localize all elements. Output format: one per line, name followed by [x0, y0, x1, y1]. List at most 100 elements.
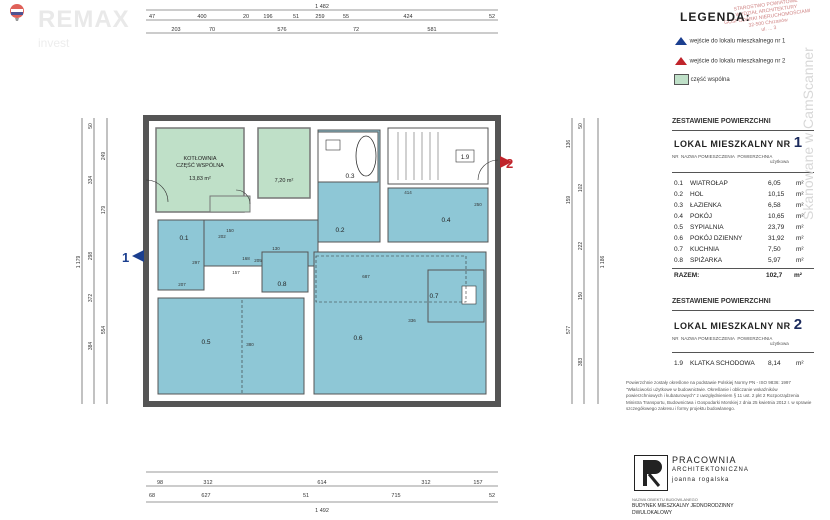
- room-stair-storage: [257, 127, 311, 199]
- svg-text:202: 202: [218, 234, 226, 239]
- left-total-dim: 1 179: [76, 256, 82, 269]
- left-dim: 298: [88, 252, 94, 261]
- bottom-dim: 627: [201, 493, 210, 499]
- svg-text:130: 130: [272, 246, 280, 251]
- svg-text:380: 380: [246, 342, 254, 347]
- top-dim: 47: [149, 14, 155, 20]
- label-0-5: 0.5: [201, 339, 210, 346]
- entrance-2-arrow: 2: [500, 156, 513, 171]
- unit2-col-headers: NR NAZWA POMIESZCZENIA POWIERZCHNIA użyt…: [672, 336, 789, 346]
- right-dim: 383: [578, 358, 584, 367]
- label-0-6: 0.6: [353, 335, 362, 342]
- left-dim: 249: [101, 152, 107, 161]
- bottom-dim: 312: [203, 480, 212, 486]
- svg-text:336: 336: [408, 318, 416, 323]
- top-total-dim: 1 482: [315, 4, 329, 10]
- unit1-col-headers: NR NAZWA POMIESZCZENIA POWIERZCHNIA użyt…: [672, 154, 789, 164]
- top-dim: 52: [489, 14, 495, 20]
- right-total-dim: 1 186: [600, 256, 606, 269]
- firm-name: PRACOWNIA ARCHITEKTONICZNA joanna rogals…: [672, 455, 749, 483]
- bottom-dim: 715: [391, 493, 400, 499]
- right-dim: 50: [578, 123, 584, 129]
- scanner-watermark: Skanowane w CamScanner: [800, 47, 816, 220]
- bottom-dim: 51: [303, 493, 309, 499]
- top-dim: 20: [243, 14, 249, 20]
- legend-title: LEGENDA:: [680, 10, 751, 24]
- legend-item-unit1: wejście do lokalu mieszkalnego nr 1: [674, 36, 785, 46]
- swatch-green-icon: [674, 74, 689, 85]
- top-dim: 581: [427, 27, 436, 33]
- area-note: Powierzchnie zostały określone na podsta…: [626, 380, 812, 411]
- label-boiler-2: CZĘŚĆ WSPÓLNA: [176, 161, 224, 169]
- top-dim: 203: [171, 27, 180, 33]
- svg-text:414: 414: [404, 190, 412, 195]
- bottom-dim: 312: [421, 480, 430, 486]
- unit2-title: LOKAL MIESZKALNY NR 2: [674, 316, 803, 333]
- svg-text:168: 168: [242, 256, 250, 261]
- bottom-total-dim: 1 492: [315, 508, 329, 514]
- label-0-2: 0.2: [335, 227, 344, 234]
- unit1-section-title: ZESTAWIENIE POWIERZCHNI: [672, 118, 771, 125]
- unit1-title: LOKAL MIESZKALNY NR 1: [674, 134, 803, 151]
- project-title: NAZWA OBIEKTU BUDOWLANEGO BUDYNEK MIESZK…: [632, 497, 734, 516]
- left-dim: 384: [88, 342, 94, 351]
- remax-logo: REMAX invest: [0, 0, 150, 52]
- svg-text:205: 205: [254, 258, 262, 263]
- svg-text:150: 150: [226, 228, 234, 233]
- label-0-4: 0.4: [441, 217, 450, 224]
- top-dim: 72: [353, 27, 359, 33]
- firm-logo: [634, 455, 668, 491]
- balloon-icon: [10, 4, 24, 21]
- room-0-1: [157, 219, 205, 291]
- label-0-1: 0.1: [179, 235, 188, 242]
- left-dim: 372: [88, 294, 94, 303]
- right-dim: 136: [566, 140, 572, 149]
- svg-text:250: 250: [474, 202, 482, 207]
- brand-subtitle: invest: [38, 36, 70, 50]
- label-0-3: 0.3: [345, 173, 354, 180]
- right-dim: 577: [566, 326, 572, 335]
- label-0-8: 0.8: [277, 281, 286, 288]
- room-0-5: [157, 297, 305, 395]
- left-dim: 554: [101, 326, 107, 335]
- top-dim: 196: [263, 14, 272, 20]
- floor-plan: 1 482 47 400 20 196 51 259 55 424 52 203…: [76, 4, 606, 514]
- label-0-7: 0.7: [429, 293, 438, 300]
- legend-item-unit2: wejście do lokalu mieszkalnego nr 2: [674, 56, 785, 66]
- stove: [461, 285, 477, 305]
- label-stair-storage-area: 7,20 m²: [275, 178, 294, 184]
- top-dim: 51: [293, 14, 299, 20]
- triangle-red-icon: [675, 57, 687, 65]
- divider: [672, 172, 814, 173]
- left-dim: 50: [88, 123, 94, 129]
- label-1-9: 1.9: [461, 155, 470, 161]
- bottom-dim: 98: [157, 480, 163, 486]
- top-dim: 259: [315, 14, 324, 20]
- right-dim: 159: [566, 196, 572, 205]
- bottom-dim: 52: [489, 493, 495, 499]
- top-dim: 576: [277, 27, 286, 33]
- divider: [672, 130, 814, 131]
- right-dim: 150: [578, 292, 584, 301]
- legend-item-common: część wspólna: [674, 74, 730, 85]
- top-dim: 400: [197, 14, 206, 20]
- svg-text:687: 687: [362, 274, 370, 279]
- entrance-1-arrow: 1: [122, 250, 144, 265]
- svg-text:297: 297: [192, 260, 200, 265]
- bottom-dim: 157: [473, 480, 482, 486]
- entrance-1-label: 1: [122, 250, 129, 265]
- divider: [672, 310, 814, 311]
- room-0-8: [261, 251, 309, 293]
- room-0-4: [387, 187, 489, 243]
- brand-name: REMAX: [38, 6, 130, 33]
- right-dim: 222: [578, 242, 584, 251]
- firm-logo-icon: [643, 460, 662, 487]
